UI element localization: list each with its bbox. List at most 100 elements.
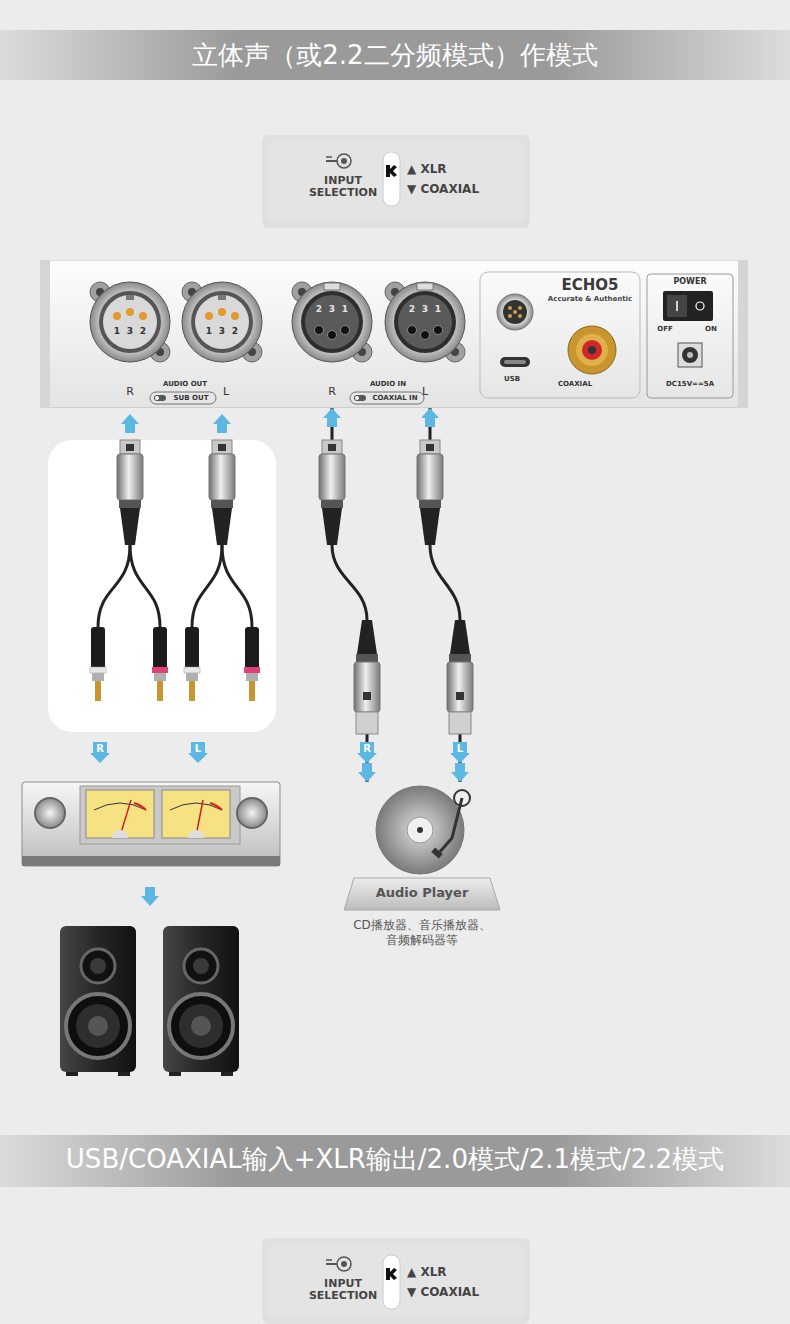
node-outline xyxy=(139,312,147,320)
node-outline xyxy=(417,283,433,290)
y-cable xyxy=(192,545,222,627)
node-outline xyxy=(301,291,363,353)
player-caption: CD播放器、音乐播放器、 音频解码器等 xyxy=(351,918,493,948)
node-outline xyxy=(576,334,608,366)
node-outline xyxy=(508,314,512,318)
speaker xyxy=(88,1016,108,1036)
panel-label: 2 xyxy=(316,305,322,314)
node-outline xyxy=(205,312,213,320)
node-outline xyxy=(582,340,602,360)
speaker xyxy=(60,926,239,1076)
node-outline xyxy=(182,282,262,362)
node-outline xyxy=(647,274,733,398)
speaker xyxy=(179,1004,223,1048)
node-outline xyxy=(497,294,533,330)
channel-badge: R xyxy=(90,742,110,763)
node-outline xyxy=(268,141,524,222)
node-outline xyxy=(315,326,324,335)
node-outline xyxy=(341,158,347,164)
panel-label: R xyxy=(126,386,134,397)
node-outline xyxy=(385,282,465,362)
amplifier xyxy=(170,803,222,810)
y-cable xyxy=(244,627,260,701)
selector-option: ▼ COAXIAL xyxy=(407,1285,479,1299)
input-selector: INPUT SELECTION▲ XLR▼ COAXIAL xyxy=(262,135,530,228)
y-cable xyxy=(98,545,130,627)
title-text: 立体声（或2.2二分频模式）作模式 xyxy=(0,30,790,80)
panel-label: 2 xyxy=(409,305,415,314)
panel-label: 1 xyxy=(206,327,212,336)
arrow-head xyxy=(451,763,469,782)
xlr-plug xyxy=(417,440,443,545)
node-outline xyxy=(687,352,693,358)
panel-label: 3 xyxy=(422,305,428,314)
y-cable xyxy=(117,440,143,545)
amplifier xyxy=(86,790,154,838)
y-cable xyxy=(222,545,252,627)
amplifier xyxy=(112,830,128,838)
node-outline xyxy=(386,165,397,177)
node-outline xyxy=(341,1261,347,1267)
node-outline xyxy=(326,1263,337,1265)
channel-letter: R xyxy=(357,743,377,754)
node-outline xyxy=(500,357,530,367)
badge-arrow xyxy=(90,742,110,763)
panel-label: 3 xyxy=(329,305,335,314)
speaker xyxy=(169,994,233,1058)
y-cable xyxy=(184,627,200,701)
panel-label: DC15V==5A xyxy=(666,381,714,388)
panel-label: USB xyxy=(504,376,520,383)
y-cable xyxy=(209,440,235,545)
xlr-plug xyxy=(319,440,473,734)
node-outline xyxy=(218,295,226,300)
node-outline xyxy=(99,291,161,353)
panel-label: 2 xyxy=(232,327,238,336)
xlr-plug xyxy=(354,620,380,734)
node-outline xyxy=(40,260,50,408)
node-outline xyxy=(195,295,249,349)
cable-backdrop xyxy=(48,440,276,732)
amplifier xyxy=(35,798,65,828)
node-outline xyxy=(292,282,372,362)
node-outline xyxy=(376,786,464,874)
node-outline xyxy=(431,847,443,858)
node-outline xyxy=(103,295,157,349)
xlr-plug xyxy=(319,440,345,545)
node-outline xyxy=(292,282,372,362)
node-outline xyxy=(383,152,400,206)
y-cable xyxy=(152,627,168,701)
node-outline xyxy=(155,396,159,400)
node-outline xyxy=(676,301,678,311)
amplifier xyxy=(188,830,204,838)
panel-label: 1 xyxy=(114,327,120,336)
panel-label: 3 xyxy=(127,327,133,336)
panel-label: AUDIO IN xyxy=(370,381,406,388)
amplifier xyxy=(22,782,280,866)
amplifier xyxy=(80,786,240,844)
node-outline xyxy=(667,295,687,317)
selector-option: ▲ XLR xyxy=(407,162,447,176)
node-outline xyxy=(513,310,517,314)
node-outline xyxy=(738,260,748,408)
panel-label: R xyxy=(328,386,336,397)
amplifier xyxy=(22,856,280,866)
channel-badge: L xyxy=(450,742,470,763)
y-cable xyxy=(90,627,106,701)
node-outline xyxy=(154,395,166,401)
panel-label: ON xyxy=(705,326,717,333)
node-outline xyxy=(262,135,530,228)
node-outline xyxy=(191,291,253,353)
panel-label: L xyxy=(422,386,428,397)
node-outline xyxy=(394,291,456,353)
node-outline xyxy=(503,300,527,324)
node-outline xyxy=(90,282,170,362)
speaker xyxy=(90,958,106,974)
node-outline xyxy=(324,283,340,290)
panel-label: 1 xyxy=(435,305,441,314)
node-outline xyxy=(326,1259,332,1261)
player-name: Audio Player xyxy=(376,886,469,900)
channel-letter: L xyxy=(450,743,470,754)
amplifier xyxy=(22,782,280,866)
arrow-head xyxy=(358,763,376,782)
node-outline xyxy=(434,326,443,335)
